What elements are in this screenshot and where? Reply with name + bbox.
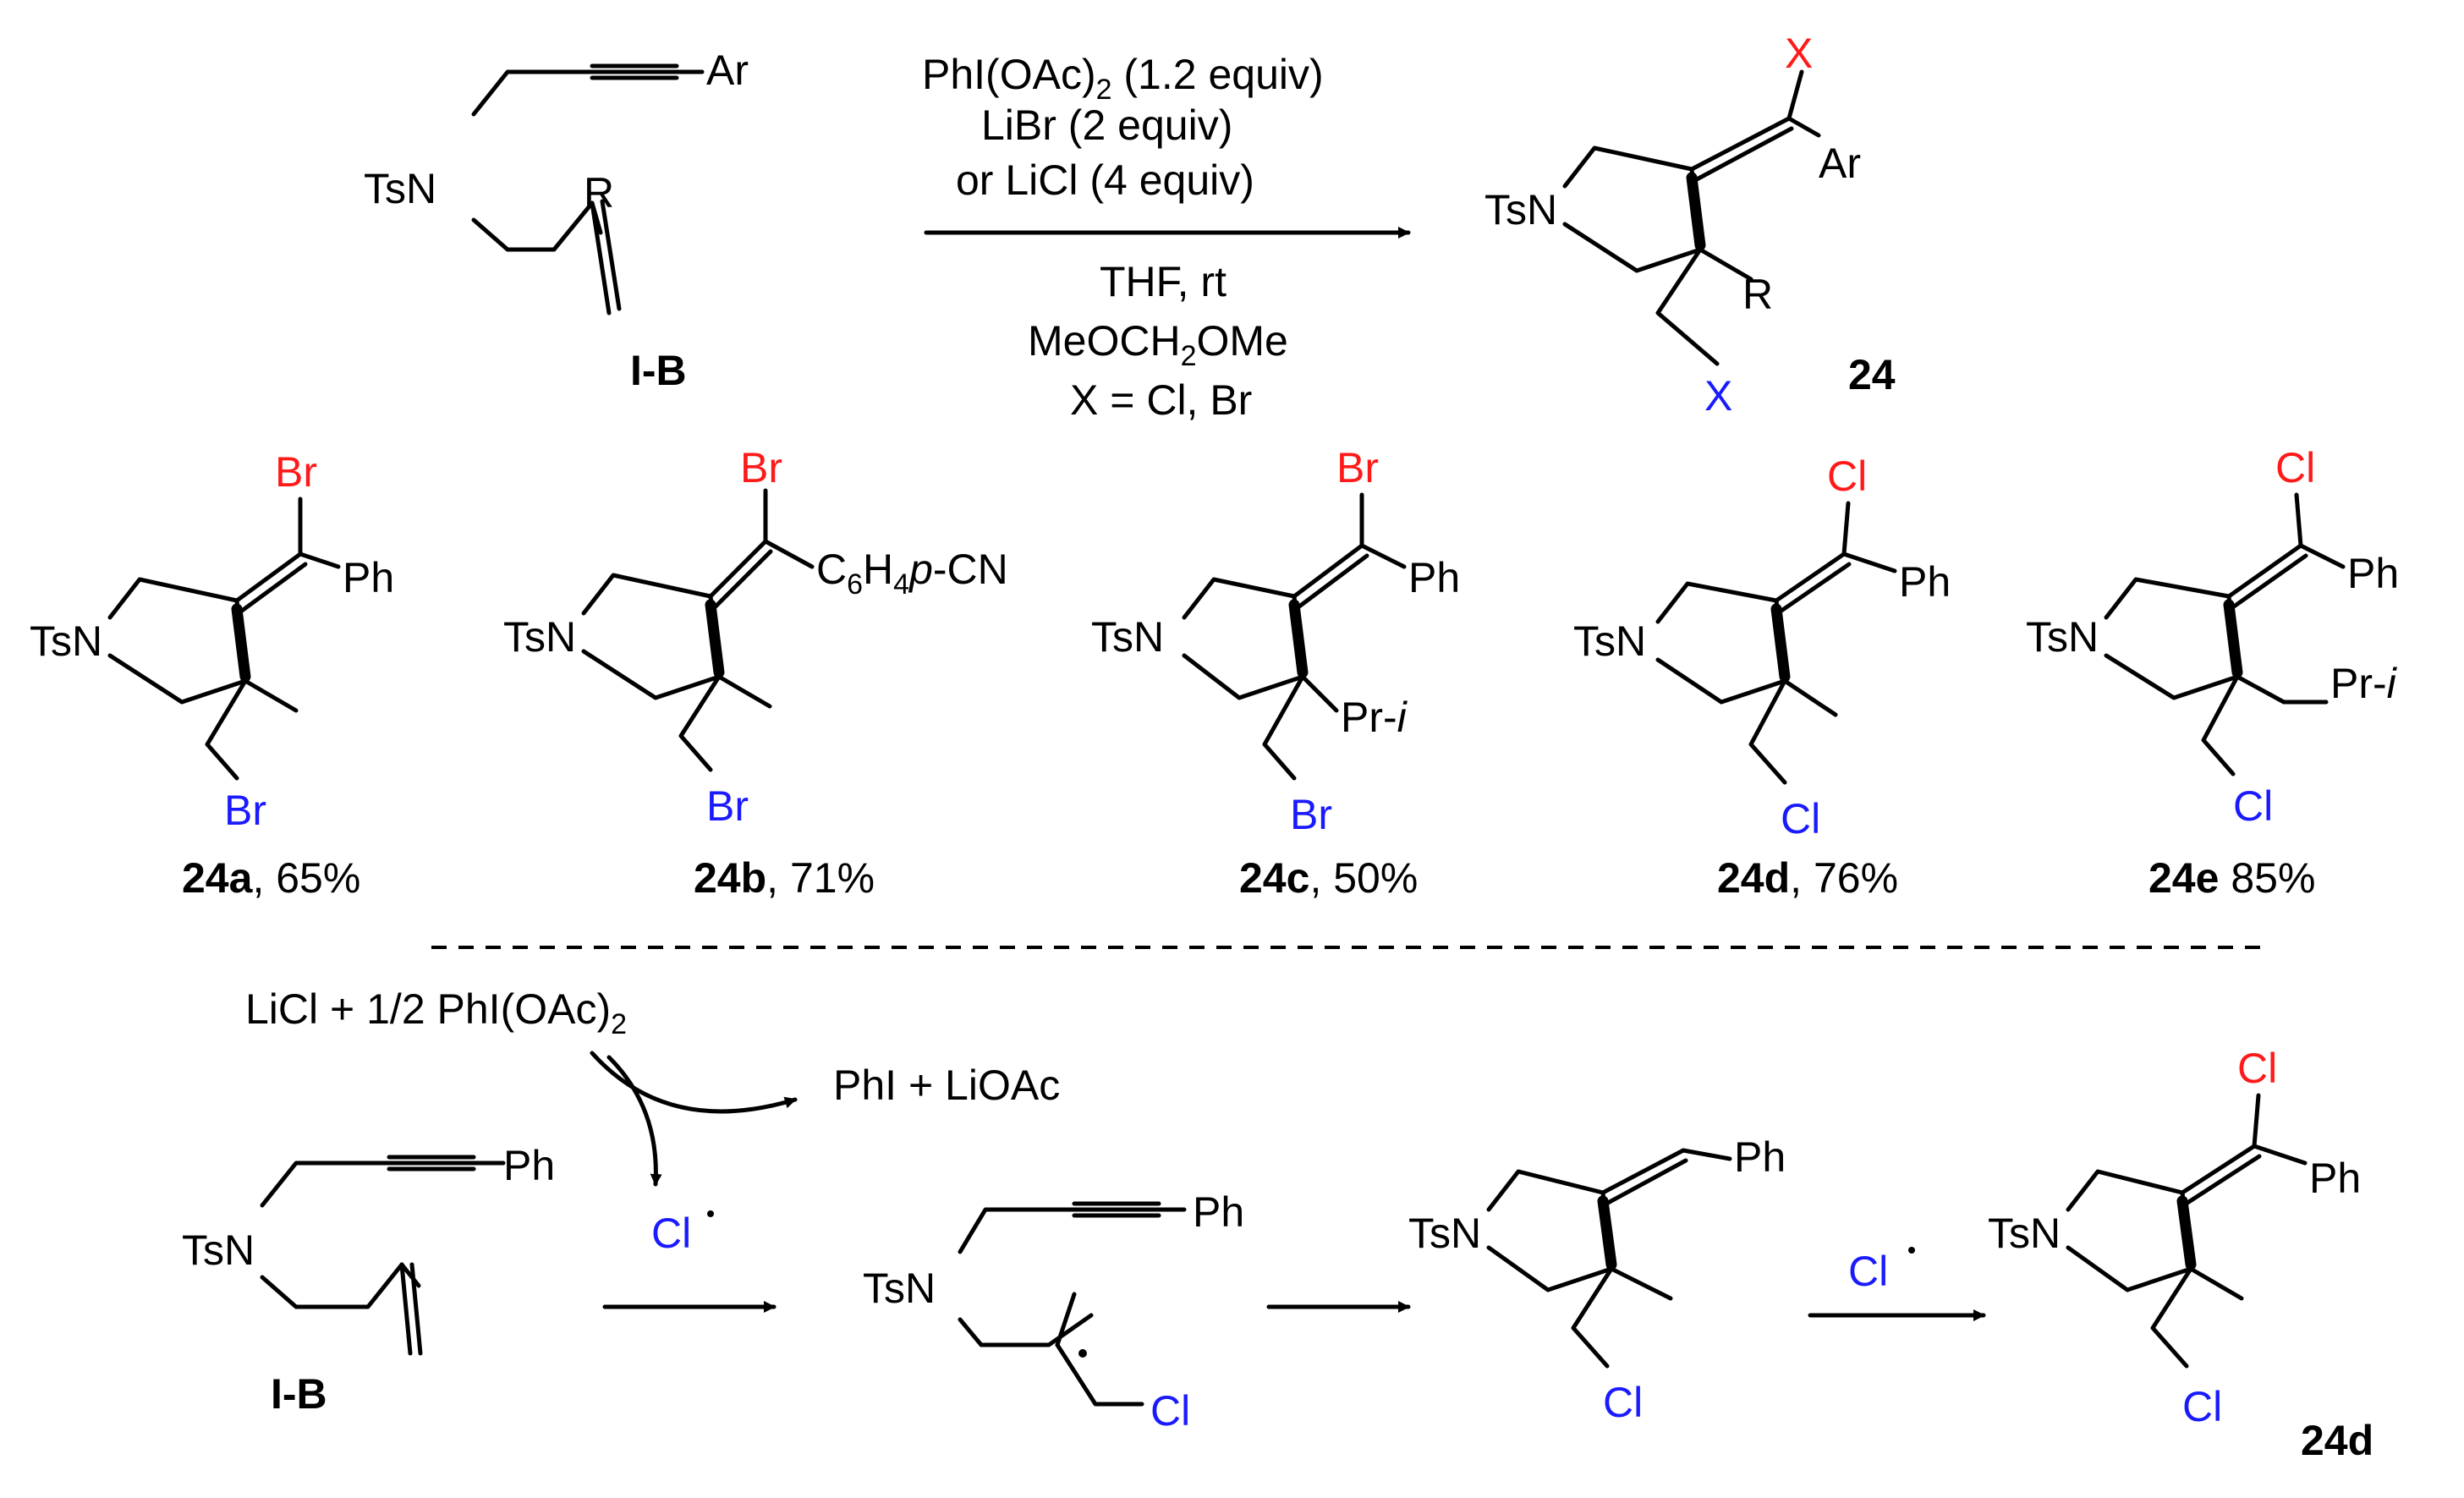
r-label: R	[1742, 271, 1773, 318]
condition-line-1: THF, rt	[1100, 258, 1227, 305]
reagent-line-1: PhI(OAc)2 (1.2 equiv)	[922, 51, 1324, 106]
example-label-24b: 24b, 71%	[694, 854, 875, 902]
tsn-label: TsN	[30, 617, 102, 665]
br-bottom-label: Br	[706, 782, 749, 830]
aryl-label: C6H4p-CN	[816, 546, 1008, 601]
example-24d: TsN Cl Ph Cl 24d, 76%	[1573, 453, 1951, 902]
ph-label: Ph	[2309, 1155, 2361, 1202]
condition-line-3: X = Cl, Br	[1070, 376, 1252, 424]
ph-label: Ph	[1408, 554, 1460, 601]
example-label-24c: 24c, 50%	[1239, 854, 1418, 902]
cl-top-label: Cl	[2237, 1045, 2277, 1092]
tsn-label: TsN	[1484, 186, 1557, 233]
product-label-24: 24	[1848, 351, 1896, 398]
tsn-label: TsN	[1988, 1210, 2061, 1257]
reagent-line-3: or LiCl (4 equiv)	[956, 156, 1254, 204]
cl-label: Cl	[1150, 1387, 1190, 1435]
tsn-label: TsN	[1573, 617, 1646, 665]
cl-bottom-label: Cl	[2233, 782, 2273, 830]
tsn-label: TsN	[182, 1226, 255, 1274]
tsn-label: TsN	[1408, 1210, 1481, 1257]
cl-label: Cl	[1603, 1379, 1643, 1426]
example-24c: TsN Br Ph Pr-i Br 24c, 50%	[1091, 444, 1460, 902]
radical-dot	[1078, 1349, 1087, 1358]
ph-label: Ph	[1899, 558, 1951, 606]
cl-bottom-label: Cl	[1781, 795, 1820, 842]
x-bottom-label: X	[1704, 372, 1732, 420]
ph-label: Ph	[503, 1142, 555, 1189]
cl-bottom-label: Cl	[2182, 1383, 2222, 1430]
example-24e: TsN Cl Ph Pr-i Cl 24e 85%	[2026, 444, 2399, 902]
br-bottom-label: Br	[1290, 791, 1332, 838]
x-top-label: X	[1785, 30, 1813, 77]
tsn-label: TsN	[503, 613, 576, 661]
cl-top-label: Cl	[1827, 453, 1867, 500]
curved-arrow-radical	[606, 1055, 662, 1187]
cl-top-label: Cl	[2275, 444, 2315, 491]
mechanism: LiCl + 1/2 PhI(OAc)2 PhI + LiOAc TsN Ph …	[182, 985, 2373, 1464]
example-24a: TsN Br Ph Br 24a, 65%	[30, 448, 394, 902]
substrate-label-IB: I-B	[630, 347, 687, 394]
example-24b: TsN Br C6H4p-CN Br 24b, 71%	[503, 444, 1008, 902]
ar-label: Ar	[706, 47, 749, 94]
radical-dot	[1908, 1247, 1915, 1254]
ph-label: Ph	[1193, 1188, 1244, 1236]
initiation-text: LiCl + 1/2 PhI(OAc)2	[245, 985, 627, 1040]
br-top-label: Br	[275, 448, 317, 496]
br-bottom-label: Br	[224, 787, 266, 834]
curved-arrow-byproducts	[590, 1051, 798, 1114]
br-top-label: Br	[740, 444, 782, 491]
r-label: R	[584, 169, 614, 217]
cl-radical-label-2: Cl	[1848, 1248, 1888, 1295]
example-label-24a: 24a, 65%	[182, 854, 360, 902]
reagent-line-2: LiBr (2 equiv)	[981, 102, 1232, 149]
example-label-24d: 24d, 76%	[1717, 854, 1898, 902]
byproducts-text: PhI + LiOAc	[833, 1062, 1060, 1109]
radical-dot	[707, 1210, 714, 1217]
tsn-label: TsN	[863, 1265, 936, 1312]
pri-label: Pr-i	[2330, 660, 2398, 707]
ph-label: Ph	[1734, 1133, 1786, 1181]
product-24: TsN X Ar R X 24	[1484, 30, 1896, 420]
substrate-IB-top: TsN Ar R I-B	[364, 47, 749, 394]
example-label-24e: 24e 85%	[2148, 854, 2315, 902]
ph-label: Ph	[2347, 550, 2399, 597]
cl-radical-label-1: Cl	[651, 1210, 691, 1257]
br-top-label: Br	[1336, 444, 1379, 491]
condition-line-2: MeOCH2OMe	[1028, 317, 1288, 372]
tsn-label: TsN	[1091, 613, 1164, 661]
reaction-arrow-group: PhI(OAc)2 (1.2 equiv) LiBr (2 equiv) or …	[922, 51, 1411, 424]
pri-label: Pr-i	[1341, 694, 1408, 741]
ar-label: Ar	[1819, 140, 1861, 187]
tsn-label: TsN	[2026, 613, 2099, 661]
ph-label: Ph	[343, 554, 394, 601]
mech-substrate-label: I-B	[271, 1370, 327, 1418]
final-product-label: 24d	[2301, 1417, 2373, 1464]
tsn-label: TsN	[364, 165, 436, 212]
